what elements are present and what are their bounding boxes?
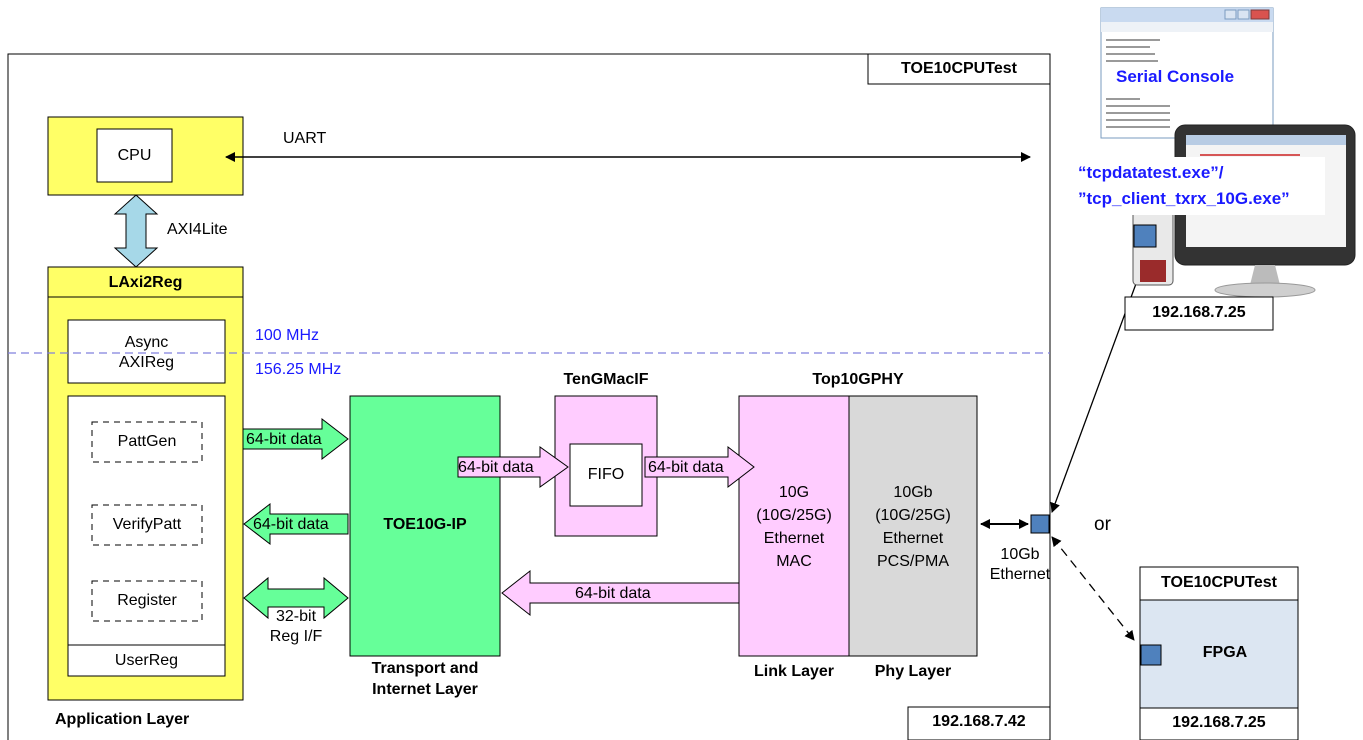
- clock-100mhz-label: 100 MHz: [255, 327, 320, 344]
- laxi2reg-title-box: [47, 266, 244, 298]
- pattgen-to-toe-arrow: [242, 417, 349, 461]
- fifo-in-data-label: 64-bit data: [458, 459, 534, 476]
- pc-ip-box: [1124, 296, 1274, 331]
- toe-tx-data-label: 64-bit data: [246, 431, 322, 448]
- pc-app-label-box: [1075, 157, 1325, 215]
- mac-rx-data-label: 64-bit data: [575, 585, 651, 602]
- transport-layer-line1: Transport and: [371, 660, 479, 677]
- fpga-label: FPGA: [1202, 644, 1248, 661]
- pattgen-label: PattGen: [117, 433, 177, 450]
- fpga-board-block: [1139, 599, 1299, 709]
- main-board-title: TOE10CPUTest: [901, 60, 1017, 77]
- toe-to-verifypatt-arrow: [243, 502, 349, 546]
- axireg-label: AXIReg: [118, 354, 175, 371]
- fifo-to-mac-arrow: [644, 445, 755, 489]
- verifypatt-label: VerifyPatt: [112, 516, 182, 533]
- serial-console-window: [1100, 7, 1274, 139]
- tengmacif-title: TenGMacIF: [563, 371, 649, 388]
- axi4lite-label: AXI4Lite: [167, 221, 228, 238]
- application-layer-label: Application Layer: [55, 711, 190, 728]
- register-label: Register: [117, 592, 177, 609]
- ethernet-line2: Ethernet: [989, 566, 1051, 583]
- serial-console-label: Serial Console: [1116, 67, 1235, 86]
- or-label: or: [1094, 514, 1111, 535]
- ethernet-line1: 10Gb: [1000, 546, 1040, 563]
- link-layer-label: Link Layer: [753, 663, 835, 680]
- verifypatt-box: [91, 504, 203, 546]
- pcs-line4: PCS/PMA: [876, 553, 949, 570]
- fpga-board-ip: 192.168.7.25: [1172, 714, 1266, 731]
- clock-156mhz-label: 156.25 MHz: [255, 361, 342, 378]
- mac-line4: MAC: [776, 553, 812, 570]
- laxi2reg-title: LAxi2Reg: [108, 274, 183, 291]
- ethernet-port: [1030, 514, 1050, 534]
- fpga-link-arrow: [1051, 536, 1135, 641]
- mac-to-toe-arrow: [501, 569, 740, 617]
- cpu-label: CPU: [117, 147, 152, 164]
- pcs-line2: (10G/25G): [875, 507, 951, 524]
- top10gphy-title: Top10GPHY: [812, 371, 904, 388]
- mac-line1: 10G: [778, 484, 810, 501]
- pc-port: [1133, 224, 1157, 248]
- fpga-board-title: TOE10CPUTest: [1161, 574, 1277, 591]
- cpu-inner-box: [96, 128, 173, 183]
- main-board-ip: 192.168.7.42: [932, 713, 1026, 730]
- fpga-port: [1140, 644, 1162, 666]
- mac-line3: Ethernet: [763, 530, 825, 547]
- pcs-line3: Ethernet: [882, 530, 944, 547]
- async-label: Async: [124, 334, 169, 351]
- toe10g-ip-block: [349, 395, 501, 657]
- pc-app-line2: ”tcp_client_txrx_10G.exe”: [1078, 189, 1290, 208]
- fifo-box: [569, 443, 643, 507]
- pcs-pma-block: [848, 395, 978, 657]
- pc-ip: 192.168.7.25: [1152, 304, 1246, 321]
- register-box: [91, 580, 203, 622]
- pc-app-line1: “tcpdatatest.exe”/: [1078, 163, 1224, 182]
- pattgen-box: [91, 421, 203, 463]
- fpga-board-ip-box: [1139, 707, 1299, 740]
- main-board-ip-box: [907, 706, 1051, 740]
- toe-rx-data-label: 64-bit data: [253, 516, 329, 533]
- async-axireg-box: [67, 319, 226, 384]
- main-board-title-box: [867, 53, 1051, 85]
- reg-if-arrow: [243, 576, 349, 620]
- userreg-outer-box: [67, 395, 226, 677]
- fifo-out-data-label: 64-bit data: [648, 459, 724, 476]
- reg-if-line2: Reg I/F: [269, 628, 323, 645]
- userreg-label: UserReg: [114, 652, 179, 669]
- fpga-board-title-box: [1139, 566, 1299, 601]
- toe-to-fifo-arrow: [457, 446, 569, 488]
- ethernet-mac-block: [738, 395, 850, 657]
- phy-layer-label: Phy Layer: [874, 663, 952, 680]
- uart-label: UART: [283, 130, 327, 147]
- pcs-line1: 10Gb: [893, 484, 933, 501]
- reg-if-line1: 32-bit: [275, 608, 317, 625]
- fifo-label: FIFO: [587, 466, 625, 483]
- mac-line2: (10G/25G): [756, 507, 832, 524]
- toe10g-ip-label: TOE10G-IP: [383, 516, 467, 533]
- transport-layer-line2: Internet Layer: [372, 681, 478, 698]
